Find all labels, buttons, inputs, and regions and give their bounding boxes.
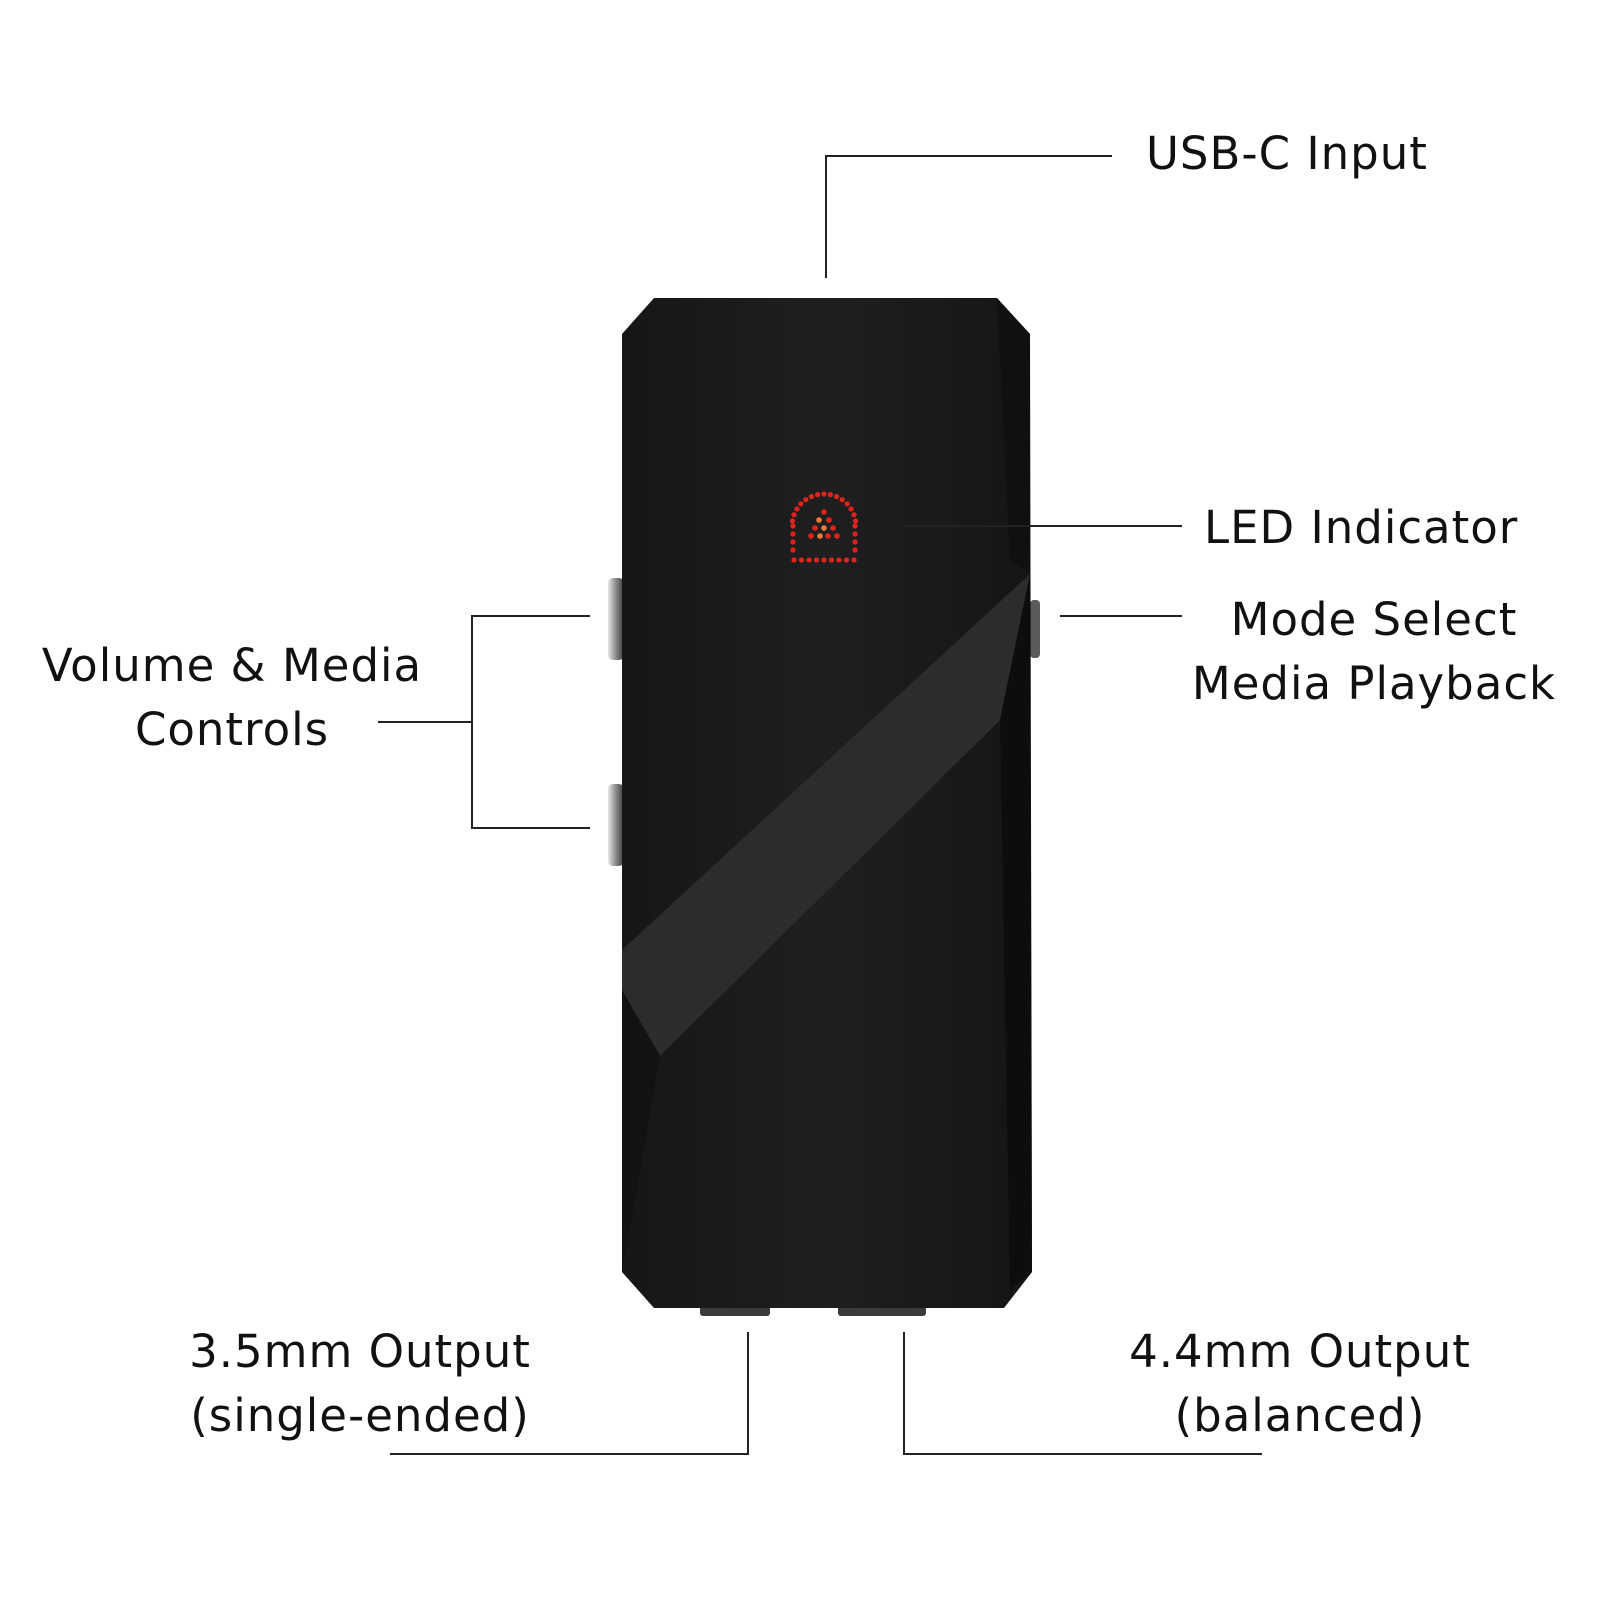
led-dot xyxy=(843,557,850,563)
single-ended-text: (single-ended) xyxy=(190,1389,530,1442)
led-dot xyxy=(817,533,823,539)
led-dot xyxy=(821,525,827,531)
led-dot xyxy=(808,493,815,500)
led-dot xyxy=(828,557,835,563)
led-dot xyxy=(827,492,834,498)
led-dot xyxy=(825,533,831,539)
led-dot xyxy=(821,509,827,515)
led-dot xyxy=(821,557,827,563)
led-dot xyxy=(803,497,809,503)
usb-c-input-text: USB-C Input xyxy=(1146,127,1428,180)
volume-up-button xyxy=(608,578,624,660)
output-4-4mm-label: 4.4mm Output (balanced) xyxy=(1090,1320,1510,1448)
volume-down-button xyxy=(608,784,624,866)
led-dot xyxy=(808,533,814,539)
led-dot xyxy=(791,512,797,518)
volume-controls-label: Volume & Media Controls xyxy=(22,634,442,762)
led-dot xyxy=(839,497,845,503)
led-dot xyxy=(851,557,857,563)
media-playback-text: Media Playback xyxy=(1191,657,1557,710)
led-dot xyxy=(806,557,812,563)
led-dot xyxy=(826,517,832,523)
leader-line-volume xyxy=(471,615,590,829)
led-indicator-icon xyxy=(789,491,859,563)
led-dot xyxy=(830,525,836,531)
leader-line-3-5mm xyxy=(390,1332,749,1455)
led-dot xyxy=(833,493,840,500)
mode-select-label: Mode Select Media Playback xyxy=(1164,588,1584,716)
led-dot xyxy=(790,523,796,529)
led-dot xyxy=(851,512,857,518)
device-facet-right xyxy=(1000,574,1032,1290)
port-3-5mm xyxy=(700,1306,770,1316)
led-indicator-label: LED Indicator xyxy=(1204,496,1518,560)
led-dot xyxy=(813,557,820,563)
output-4-4mm-text: 4.4mm Output xyxy=(1129,1325,1471,1378)
led-dot xyxy=(812,525,818,531)
led-dot xyxy=(836,557,842,563)
led-dot xyxy=(853,518,859,524)
leader-line-4-4mm xyxy=(903,1332,1262,1455)
led-dot xyxy=(814,492,821,498)
led-dot xyxy=(798,501,804,507)
balanced-text: (balanced) xyxy=(1174,1389,1426,1442)
led-dot xyxy=(834,533,840,539)
led-dot xyxy=(816,517,822,523)
led-dot xyxy=(790,531,796,537)
led-dot xyxy=(790,547,796,553)
led-dot xyxy=(852,523,858,529)
led-dot xyxy=(798,557,805,563)
controls-text: Controls xyxy=(134,703,330,756)
mode-select-button xyxy=(1030,600,1040,658)
device-diagonal-band xyxy=(622,574,1030,1056)
led-dot xyxy=(848,506,854,512)
volume-media-text: Volume & Media xyxy=(41,639,423,692)
led-dot xyxy=(791,557,797,563)
leader-line-usb-c xyxy=(825,155,1112,278)
led-dot xyxy=(844,501,850,507)
port-4-4mm xyxy=(838,1306,926,1316)
led-dot xyxy=(794,506,800,512)
device-bevel-top xyxy=(997,298,1030,574)
usb-c-input-label: USB-C Input xyxy=(1146,122,1428,186)
output-3-5mm-label: 3.5mm Output (single-ended) xyxy=(150,1320,570,1448)
device-bevel-bottom xyxy=(622,990,660,1272)
mode-select-text: Mode Select xyxy=(1230,593,1518,646)
output-3-5mm-text: 3.5mm Output xyxy=(189,1325,531,1378)
led-dot xyxy=(852,547,858,553)
led-indicator-text: LED Indicator xyxy=(1204,501,1519,554)
led-dot xyxy=(790,539,796,545)
led-dot xyxy=(789,518,795,524)
led-dot xyxy=(852,531,858,537)
led-dot xyxy=(852,539,858,545)
led-dot xyxy=(821,491,827,497)
